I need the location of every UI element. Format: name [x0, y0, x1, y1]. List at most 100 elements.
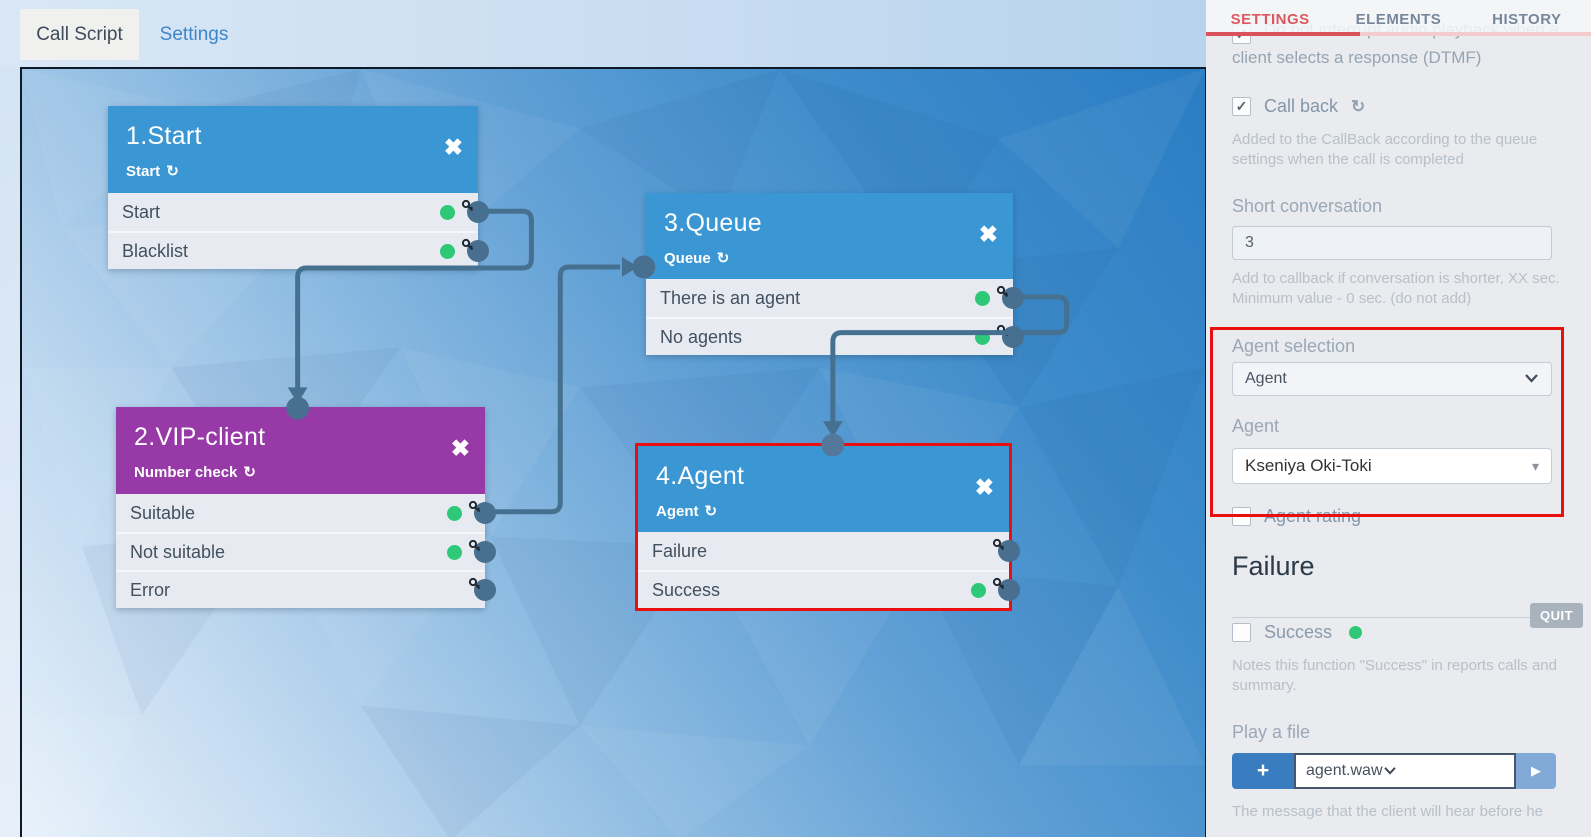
green-status-dot[interactable]	[447, 544, 462, 560]
tab-sidebar-history[interactable]: HISTORY	[1492, 10, 1562, 28]
green-status-dot[interactable]	[440, 243, 455, 259]
key-icon[interactable]	[996, 283, 1010, 304]
node-4-agent[interactable]: 4.Agent Agent↻ ✖ Failure Success	[638, 446, 1020, 608]
file-select[interactable]: agent.waw	[1294, 753, 1516, 789]
section-divider	[1232, 617, 1530, 618]
node-type-label: Agent↻	[656, 503, 718, 520]
node-title: 4.Agent	[656, 462, 745, 490]
play-button[interactable]: ▶	[1516, 753, 1556, 789]
key-icon[interactable]	[461, 236, 475, 257]
chevron-down-icon	[1383, 762, 1397, 780]
key-icon[interactable]	[468, 498, 482, 519]
node-3-queue[interactable]: 3.Queue Queue↻ ✖ There is an agent No ag…	[646, 193, 1024, 355]
node-title: 2.VIP-client	[134, 423, 266, 451]
agent-label: Agent	[1232, 416, 1280, 436]
node-row[interactable]: Success	[638, 570, 1020, 608]
refresh-icon: ↻	[716, 250, 730, 267]
row-label: Success	[652, 579, 721, 600]
checkmark-icon: ✓	[1235, 98, 1248, 114]
agent-rating-label: Agent rating	[1264, 506, 1362, 526]
agent-value: Kseniya Oki-Toki	[1245, 456, 1372, 475]
agent-selection-select[interactable]: Agent	[1232, 362, 1552, 396]
short-conversation-help: Add to callback if conversation is short…	[1232, 270, 1560, 307]
tab-call-script[interactable]: Call Script	[20, 9, 139, 60]
key-icon[interactable]	[468, 575, 482, 596]
play-file-row: + agent.waw ▶	[1232, 753, 1556, 789]
green-status-dot	[1349, 626, 1363, 639]
key-icon[interactable]	[461, 197, 475, 218]
node-4-header[interactable]: 4.Agent Agent↻ ✖	[638, 446, 1009, 532]
node-type-label: Queue↻	[664, 250, 730, 267]
sidebar-tab-bar: SETTINGS ELEMENTS HISTORY	[1206, 0, 1591, 36]
node-row[interactable]: Error	[116, 570, 496, 608]
output-connector-dot[interactable]	[474, 579, 496, 601]
row-label: No agents	[660, 326, 743, 347]
output-connector-dot[interactable]	[998, 579, 1020, 601]
success-help-text: Notes this function "Success" in reports…	[1232, 657, 1557, 694]
key-icon[interactable]	[992, 536, 1006, 557]
key-icon[interactable]	[468, 537, 482, 558]
short-conversation-input[interactable]	[1232, 226, 1552, 260]
callback-help-text: Added to the CallBack according to the q…	[1232, 131, 1538, 168]
node-title: 3.Queue	[664, 209, 763, 237]
dropdown-triangle-icon: ▾	[1531, 457, 1539, 474]
node-type-label: Number check↻	[134, 464, 256, 481]
close-icon[interactable]: ✖	[443, 134, 463, 160]
refresh-icon: ↻	[704, 503, 718, 520]
tab-sidebar-elements[interactable]: ELEMENTS	[1355, 10, 1442, 28]
key-icon[interactable]	[992, 575, 1006, 596]
callback-checkbox-row[interactable]: ✓ Call back ↻	[1232, 96, 1365, 117]
node-title: 1.Start	[126, 122, 202, 150]
node-3-header[interactable]: 3.Queue Queue↻ ✖	[646, 193, 1013, 279]
top-tab-bar: Call Script Settings	[0, 0, 1206, 67]
green-status-dot[interactable]	[975, 329, 990, 345]
success-checkbox[interactable]	[1232, 623, 1251, 642]
node-2-vip-client[interactable]: 2.VIP-client Number check↻ ✖ Suitable No…	[116, 407, 496, 608]
refresh-icon: ↻	[1351, 96, 1366, 116]
key-icon[interactable]	[996, 322, 1010, 343]
output-connector-dot[interactable]	[998, 540, 1020, 562]
green-status-dot[interactable]	[975, 290, 990, 306]
agent-select[interactable]: Kseniya Oki-Toki ▾	[1232, 448, 1552, 484]
node-row[interactable]: Start	[108, 193, 489, 231]
node-type-label: Start↻	[126, 163, 179, 180]
failure-heading: Failure	[1232, 551, 1315, 581]
green-status-dot[interactable]	[447, 505, 462, 521]
refresh-icon: ↻	[243, 464, 256, 481]
close-icon[interactable]: ✖	[450, 435, 470, 461]
row-label: Failure	[652, 540, 708, 561]
green-status-dot[interactable]	[971, 582, 986, 598]
tab-underline	[1206, 32, 1591, 36]
chevron-down-icon	[1524, 370, 1539, 388]
node-2-header[interactable]: 2.VIP-client Number check↻ ✖	[116, 407, 485, 494]
output-connector-dot[interactable]	[474, 541, 496, 563]
file-select-value: agent.waw	[1306, 762, 1383, 779]
agent-rating-row[interactable]: Agent rating	[1232, 506, 1361, 527]
callback-checkbox[interactable]: ✓	[1232, 97, 1251, 116]
node-1-header[interactable]: 1.Start Start↻ ✖	[108, 106, 478, 193]
node-row[interactable]: No agents	[646, 317, 1024, 355]
node-row[interactable]: Suitable	[116, 494, 496, 532]
agent-selection-label: Agent selection	[1232, 336, 1356, 356]
close-icon[interactable]: ✖	[974, 474, 994, 500]
row-label: There is an agent	[660, 287, 801, 308]
node-1-start[interactable]: 1.Start Start↻ ✖ Start Blacklist	[108, 106, 489, 269]
node-row[interactable]: There is an agent	[646, 279, 1024, 317]
short-conversation-label: Short conversation	[1232, 196, 1383, 216]
row-label: Blacklist	[122, 240, 189, 261]
node-row[interactable]: Blacklist	[108, 231, 489, 269]
node-row[interactable]: Failure	[638, 532, 1020, 570]
tab-settings[interactable]: Settings	[159, 23, 229, 45]
call-script-canvas[interactable]: 1.Start Start↻ ✖ Start Blacklist 2.VIP-c…	[20, 67, 1207, 837]
node-row[interactable]: Not suitable	[116, 532, 496, 570]
agent-selection-value: Agent	[1245, 370, 1287, 387]
green-status-dot[interactable]	[440, 204, 455, 220]
settings-panel: ✓Do not interrupt audio playback when a …	[1206, 0, 1591, 837]
add-file-button[interactable]: +	[1232, 753, 1294, 789]
tab-sidebar-settings[interactable]: SETTINGS	[1230, 10, 1310, 28]
close-icon[interactable]: ✖	[978, 221, 998, 247]
row-label: Error	[130, 579, 170, 600]
success-row[interactable]: Success	[1232, 622, 1363, 643]
agent-rating-checkbox[interactable]	[1232, 507, 1251, 526]
success-label: Success	[1264, 622, 1333, 642]
